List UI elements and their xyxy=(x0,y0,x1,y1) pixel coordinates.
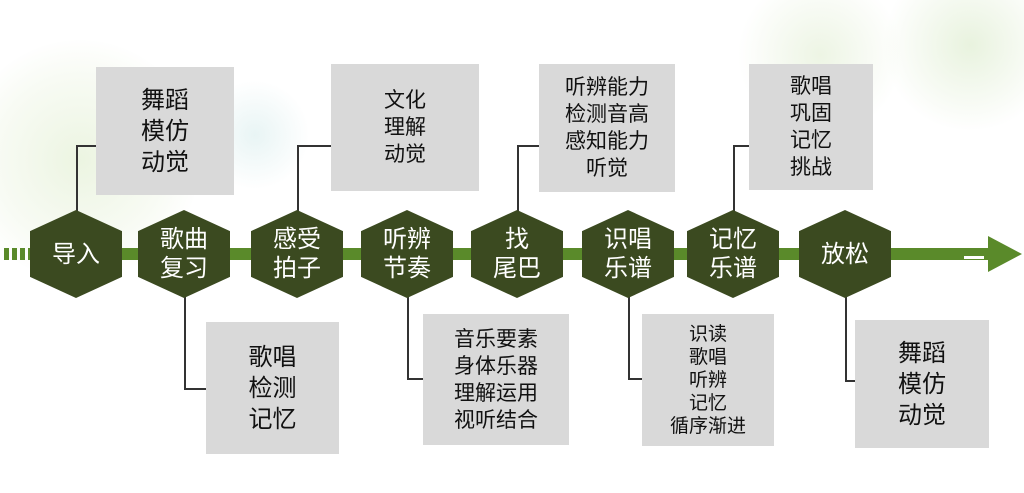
arrow-dash xyxy=(20,248,25,260)
step-hexagon-7: 记忆 乐谱 xyxy=(687,210,779,298)
step-hexagon-1: 导入 xyxy=(30,210,122,298)
step-label: 尾巴 xyxy=(493,254,541,282)
connector-step8 xyxy=(845,295,857,382)
connector-step4 xyxy=(407,295,425,380)
note-box-8: 舞蹈 模仿 动觉 xyxy=(855,320,989,448)
note-box-1: 舞蹈 模仿 动觉 xyxy=(96,67,234,195)
step-label: 记忆 xyxy=(709,225,757,253)
step-hexagon-4: 听辨 节奏 xyxy=(361,210,453,298)
step-label: 放松 xyxy=(821,239,869,268)
note-box-2: 歌唱 检测 记忆 xyxy=(206,322,339,454)
connector-step5 xyxy=(517,145,541,215)
note-box-3: 文化 理解 动觉 xyxy=(331,64,479,191)
step-label: 复习 xyxy=(160,254,208,282)
arrow-dash xyxy=(12,248,17,260)
step-label: 感受 xyxy=(273,225,321,253)
step-label: 拍子 xyxy=(273,254,321,282)
note-box-4: 音乐要素 身体乐器 理解运用 视听结合 xyxy=(423,314,569,445)
step-hexagon-5: 找 尾巴 xyxy=(471,210,563,298)
step-label: 导入 xyxy=(52,239,100,268)
step-label: 听辨 xyxy=(383,225,431,253)
note-box-6: 识读 歌唱 听辨 记忆 循序渐进 xyxy=(642,314,774,446)
arrow-dash xyxy=(964,256,984,259)
step-label: 找 xyxy=(505,225,529,253)
arrow-dash xyxy=(4,248,9,260)
step-label: 识唱 xyxy=(604,225,652,253)
connector-step6 xyxy=(628,295,644,380)
arrow-head xyxy=(988,236,1022,272)
step-hexagon-3: 感受 拍子 xyxy=(251,210,343,298)
connector-step1 xyxy=(76,145,98,215)
connector-step3 xyxy=(297,145,333,215)
step-hexagon-8: 放松 xyxy=(799,210,891,298)
note-box-5: 听辨能力 检测音高 感知能力 听觉 xyxy=(539,64,675,192)
step-hexagon-6: 识唱 乐谱 xyxy=(582,210,674,298)
step-hexagon-2: 歌曲 复习 xyxy=(138,210,230,298)
connector-step2 xyxy=(184,295,208,390)
step-label: 乐谱 xyxy=(604,254,652,282)
note-box-7: 歌唱 巩固 记忆 挑战 xyxy=(749,64,873,190)
step-label: 节奏 xyxy=(383,254,431,282)
step-label: 歌曲 xyxy=(160,225,208,253)
connector-step7 xyxy=(733,145,751,215)
step-label: 乐谱 xyxy=(709,254,757,282)
